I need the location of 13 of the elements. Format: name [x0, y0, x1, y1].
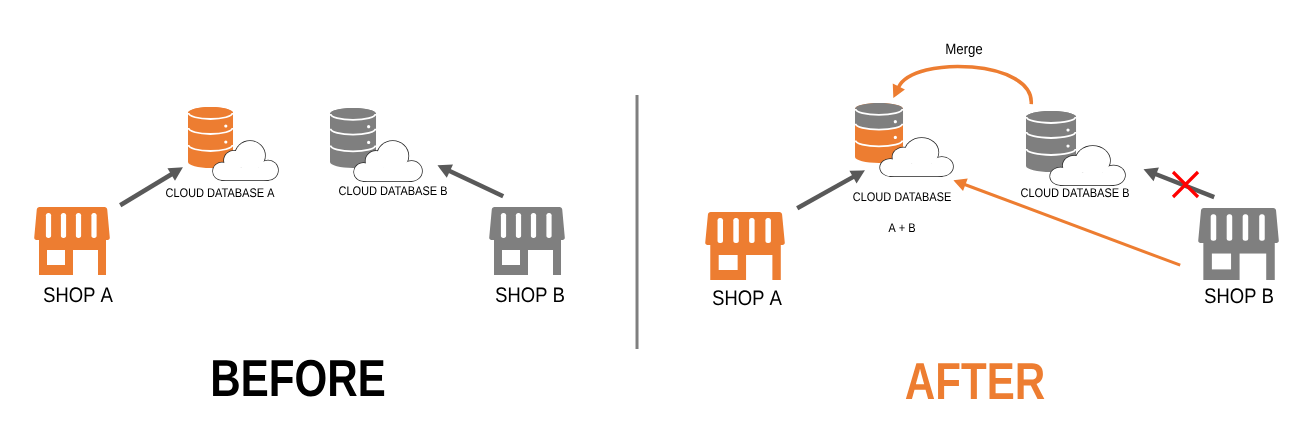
- database-label: A + B: [888, 223, 916, 232]
- database-label: CLOUD DATABASE B: [1021, 188, 1129, 198]
- heading: AFTER: [905, 363, 1045, 399]
- database-label: CLOUD DATABASE A: [166, 188, 275, 198]
- shop-label: SHOP A: [43, 287, 113, 303]
- shop-label: SHOP A: [712, 290, 782, 306]
- edge-label: Merge: [944, 42, 984, 59]
- curved-arrow: [892, 64, 1033, 105]
- database-label: CLOUD DATABASE: [853, 192, 951, 202]
- shop-label: SHOP B: [1204, 288, 1273, 304]
- shop-label: SHOP B: [495, 287, 564, 303]
- database-label: CLOUD DATABASE B: [339, 186, 447, 196]
- heading: BEFORE: [213, 359, 385, 397]
